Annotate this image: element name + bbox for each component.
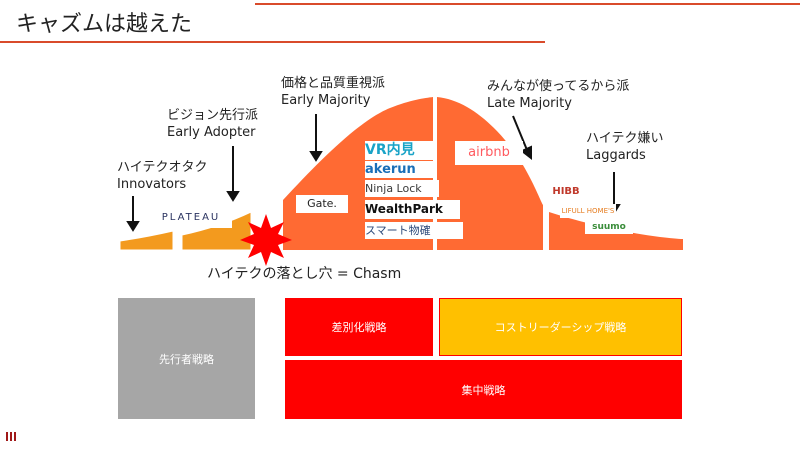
late-majority-segment: [437, 97, 543, 250]
first-mover-strategy-box: 先行者戦略: [118, 298, 255, 419]
arrow-early-adopters: [226, 191, 240, 202]
chasm-label: ハイテクの落とし穴 = Chasm: [207, 266, 402, 282]
innovators-label-ja: ハイテクオタク: [117, 160, 208, 175]
innovators-label-en: Innovators: [117, 177, 187, 192]
first-mover-strategy-label: 先行者戦略: [159, 352, 214, 366]
laggards-label-en: Laggards: [586, 148, 646, 163]
differentiation-strategy-label: 差別化戦略: [331, 321, 387, 334]
early-adopters-label-en: Early Adopter: [167, 125, 256, 140]
gate-logo: Gate.: [296, 195, 348, 213]
ninjalock-logo: Ninja Lock: [365, 180, 439, 197]
innovators-segment: [119, 230, 174, 251]
laggards-label-ja: ハイテク嫌い: [586, 131, 664, 146]
cost-leadership-strategy-label: コストリーダーシップ戦略: [494, 321, 627, 334]
hibb-logo: HIBB: [543, 183, 589, 200]
title-underline: [0, 41, 545, 43]
chasm-star-icon: [240, 214, 292, 266]
focus-strategy-box: 集中戦略: [285, 360, 682, 419]
airbnb-logo: airbnb: [455, 141, 523, 165]
lifull-homes-logo: LIFULL HOME'S: [560, 204, 616, 218]
late-majority-label-ja: みんなが使ってるから派: [487, 79, 630, 94]
plateau-logo: PLATEAU: [150, 208, 232, 228]
late-majority-label-en: Late Majority: [487, 96, 572, 111]
focus-strategy-label: 集中戦略: [461, 383, 506, 397]
wealthpark-logo: WealthPark: [365, 200, 460, 219]
cost-leadership-strategy-box: コストリーダーシップ戦略: [439, 298, 682, 356]
arrow-late-majority: [520, 145, 532, 161]
corner-logo-mark-icon: [6, 432, 16, 441]
early-majority-label-ja: 価格と品質重視派: [281, 76, 386, 91]
early-majority-label-en: Early Majority: [281, 93, 371, 108]
arrow-innovators: [126, 221, 140, 232]
smart-bukken-logo: スマート物確: [365, 222, 463, 239]
suumo-logo: suumo: [585, 220, 633, 234]
differentiation-strategy-box: 差別化戦略: [285, 298, 433, 356]
early-adopters-label-ja: ビジョン先行派: [167, 108, 259, 123]
arrow-early-majority: [309, 151, 323, 162]
vr-naiken-logo: VR内見: [365, 141, 437, 160]
top-accent-rule: [255, 3, 800, 5]
page-title: キャズムは越えた: [16, 12, 193, 37]
akerun-logo: akerun: [365, 161, 433, 178]
